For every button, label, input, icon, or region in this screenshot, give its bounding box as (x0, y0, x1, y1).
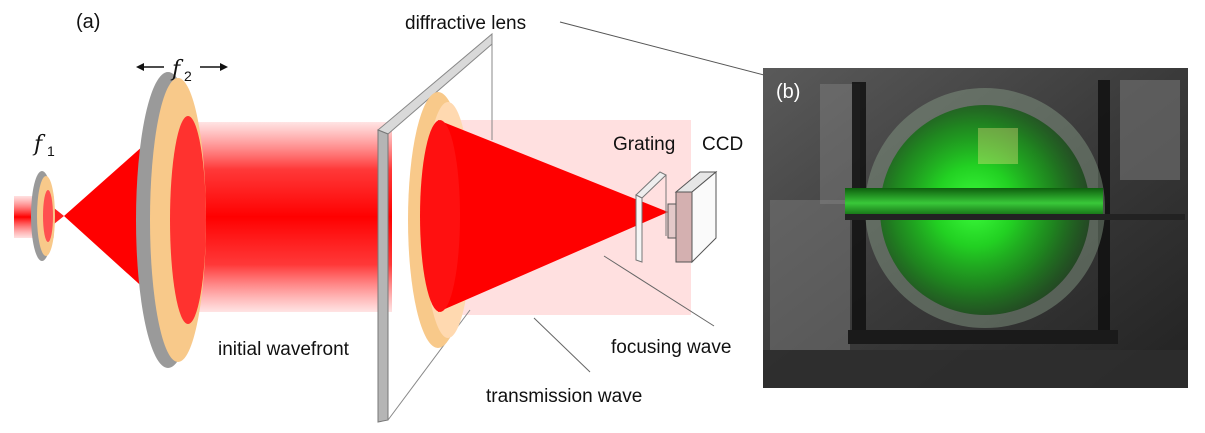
f1-subscript: 1 (47, 143, 55, 159)
ccd-label: CCD (702, 134, 743, 155)
holder-bar (845, 188, 1103, 218)
ccd-camera (667, 170, 718, 264)
lens-f1 (31, 171, 55, 261)
panel-b-label: (b) (776, 81, 800, 103)
diffractive-lens-label: diffractive lens (405, 13, 526, 34)
initial-wavefront-label: initial wavefront (218, 339, 350, 360)
diffractive-lens-leader (559, 21, 765, 76)
grating-label: Grating (613, 134, 675, 155)
focusing-beam (438, 120, 668, 312)
panel-a: (a) f 1 f 2 (14, 11, 765, 423)
double-headed-arrow-icon (136, 63, 228, 71)
f1-label: f (32, 132, 46, 157)
f2-subscript: 2 (184, 68, 192, 84)
transmission-wave-leader (533, 317, 591, 373)
transmission-wave-label: transmission wave (486, 386, 642, 407)
grating (635, 171, 667, 263)
panel-a-label: (a) (76, 11, 100, 33)
f2-label: f (170, 57, 184, 82)
lens-f2 (136, 72, 206, 368)
panel-b-photo: (b) (763, 68, 1188, 388)
focusing-wave-leader (603, 255, 715, 327)
focusing-wave-label: focusing wave (611, 337, 731, 358)
